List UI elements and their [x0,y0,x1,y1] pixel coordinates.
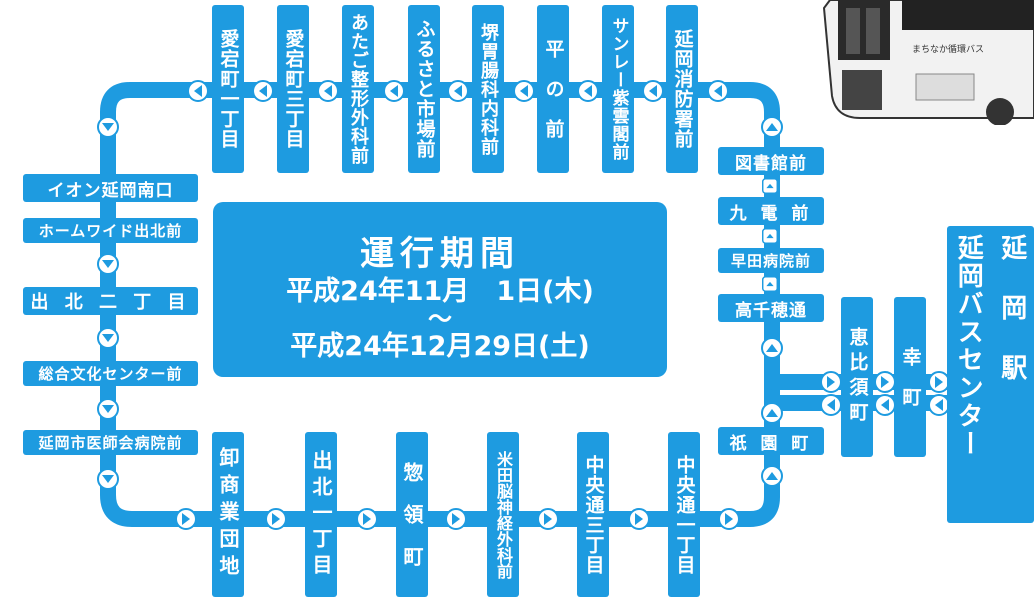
stop-sakai-ichou: 堺胃腸科内科前 [472,5,504,173]
direction-arrow-icon [761,465,783,487]
stop-soryo-machi: 惣 領 町 [396,432,428,597]
direction-arrow-icon [874,394,896,416]
stop-takachiho-dori: 高千穂通 [718,294,824,322]
direction-arrow-icon [642,80,664,102]
period-start: 平成24年11月 1日(木) [213,275,667,309]
stop-sogo-bunka-center: 総合文化センター前 [23,361,198,386]
stop-oroshi-shogyo-danchi: 卸商業団地 [212,432,244,597]
period-title: 運行期間 [213,226,667,275]
direction-arrow-icon [447,80,469,102]
direction-arrow-icon [761,402,783,424]
direction-arrow-icon [356,508,378,530]
direction-arrow-icon [874,371,896,393]
direction-arrow-icon [445,508,467,530]
operation-period-panel: 運行期間 平成24年11月 1日(木) ～ 平成24年12月29日(土) [213,202,667,377]
stop-homewide-idekita: ホームワイド出北前 [23,218,198,243]
direction-arrow-icon [265,508,287,530]
direction-arrow-icon [383,80,405,102]
direction-arrow-icon [761,337,783,359]
stop-aeon-nobeoka-minamiguchi: イオン延岡南口 [23,174,198,202]
stop-saiwai-machi: 幸 町 [894,297,926,457]
stop-toshokan-mae: 図書館前 [718,147,824,175]
direction-arrow-icon [762,178,778,194]
stop-atagomachi-3chome: 愛宕町三丁目 [277,5,309,173]
stop-ebisu-machi: 恵比須町 [841,297,873,457]
direction-arrow-icon [317,80,339,102]
stop-ishikai-byoin: 延岡市医師会病院前 [23,430,198,455]
stop-yoneda-noushinkei: 米田脳神経外科前 [487,432,519,597]
direction-arrow-icon [718,508,740,530]
stop-hayata-byoin: 早田病院前 [718,248,824,273]
stop-taira-no-mae: 平 の 前 [537,5,569,173]
direction-arrow-icon [628,508,650,530]
stop-furusato-ichiba: ふるさと市場前 [408,5,440,173]
direction-arrow-icon [577,80,599,102]
stop-chuodori-3chome: 中央通三丁目 [577,432,609,597]
stop-idekita-2chome: 出 北 二 丁 目 [23,287,198,315]
direction-arrow-icon [97,468,119,490]
stop-kyuden-mae: 九 電 前 [718,197,824,225]
stop-nobeoka-shobosho: 延岡消防署前 [666,5,698,173]
direction-arrow-icon [820,394,842,416]
stop-gion-machi: 祇 園 町 [718,427,824,455]
terminal-station: 延 岡 駅 [994,234,1031,384]
direction-arrow-icon [97,116,119,138]
direction-arrow-icon [537,508,559,530]
stop-atago-seikei: あたご整形外科前 [342,5,374,173]
stop-idekita-1chome: 出北一丁目 [305,432,337,597]
bus-sign-text: まちなか循環バス [912,43,984,55]
stop-sunley-shiunkaku: サンレー紫雲閣前 [602,5,634,173]
direction-arrow-icon [762,228,778,244]
direction-arrow-icon [97,253,119,275]
direction-arrow-icon [97,327,119,349]
period-tilde: ～ [213,309,667,331]
direction-arrow-icon [187,80,209,102]
stop-chuodori-1chome: 中央通一丁目 [668,432,700,597]
direction-arrow-icon [761,116,783,138]
direction-arrow-icon [762,276,778,292]
direction-arrow-icon [707,80,729,102]
period-end: 平成24年12月29日(土) [213,330,667,364]
direction-arrow-icon [97,398,119,420]
direction-arrow-icon [175,508,197,530]
direction-arrow-icon [513,80,535,102]
bus-photo: まちなか循環バス [820,0,1034,125]
direction-arrow-icon [252,80,274,102]
terminal-bus-center: 延岡バスセンター [950,234,987,458]
stop-atagomachi-1chome: 愛宕町一丁目 [212,5,244,173]
direction-arrow-icon [820,371,842,393]
terminal-nobeoka: 延岡バスセンター 延 岡 駅 [947,226,1034,523]
